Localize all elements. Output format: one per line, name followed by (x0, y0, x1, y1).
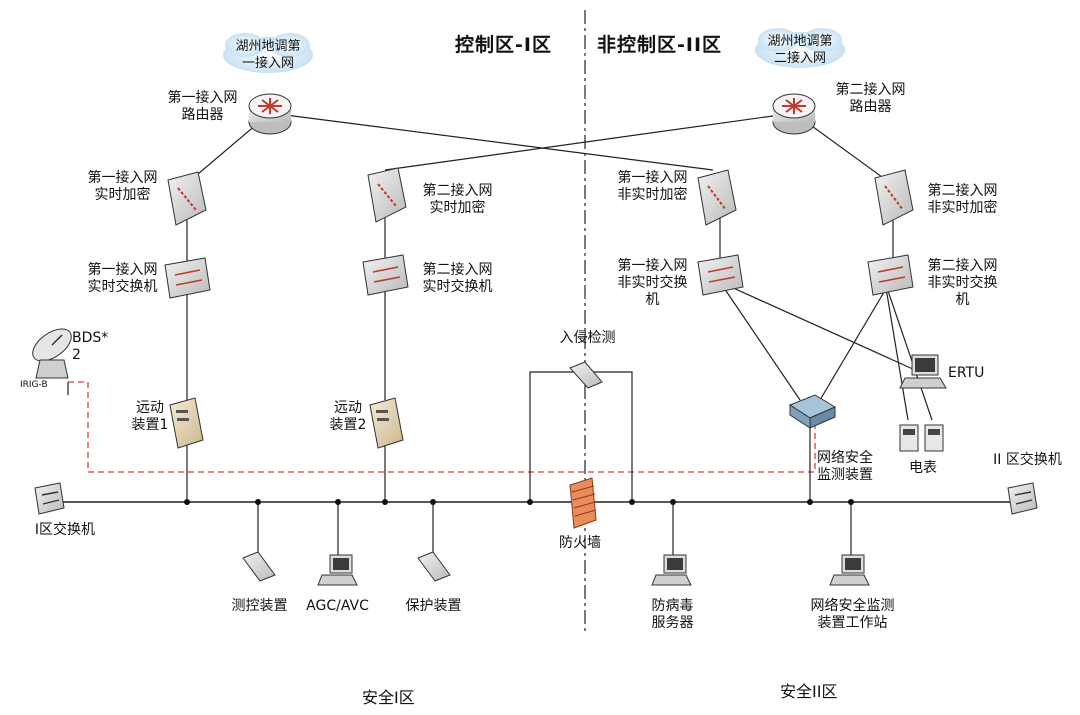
encryption-device-icon (167, 171, 207, 226)
zone2-switch-icon (1007, 482, 1038, 515)
satellite-dish-icon (32, 328, 72, 379)
zone-title-control: 控制区-I区 (455, 34, 552, 56)
meter-label: 电表 (909, 460, 937, 476)
sw-nrt2-label: 第二接入网 非实时交换 机 (927, 258, 998, 308)
sw-zone1-label: I区交换机 (34, 522, 96, 538)
enc-nrt1-label: 第一接入网 非实时加密 (617, 170, 688, 203)
router-icon (248, 93, 292, 135)
area-label-zone2: 安全II区 (780, 682, 838, 701)
cloud-second-label: 湖州地调第 二接入网 (767, 34, 833, 66)
agc-label: AGC/AVC (306, 598, 369, 614)
cloud-first (223, 33, 313, 73)
rtu2-label: 远动 装置2 (329, 400, 367, 433)
switch-icon (867, 254, 914, 296)
netsec-monitor-icon (788, 394, 837, 429)
irig-label: IRIG-B (20, 380, 48, 390)
cloud-first-label: 湖州地调第 一接入网 (235, 39, 301, 71)
router2-label: 第二接入网 路由器 (835, 82, 906, 115)
antivirus-server-icon (651, 554, 692, 586)
rtu-server-icon (369, 397, 404, 449)
sw-rt2-label: 第二接入网 实时交换机 (422, 262, 493, 295)
netsec-label: 网络安全 监测装置 (817, 450, 873, 483)
enc-rt2-label: 第二接入网 实时加密 (422, 183, 493, 216)
router1-label: 第一接入网 路由器 (167, 90, 238, 123)
sw-zone2-label: II 区交换机 (993, 452, 1062, 468)
netsec-ws-label: 网络安全监测 装置工作站 (810, 598, 895, 631)
switch-icon (164, 257, 211, 299)
encryption-device-icon (367, 167, 407, 223)
netsec-workstation-icon (829, 554, 870, 586)
measure-control-device-icon (242, 551, 276, 582)
switch-icon (362, 254, 409, 296)
protect-label: 保护装置 (405, 598, 462, 614)
router-icon (772, 93, 816, 135)
zone1-switch-icon (34, 482, 65, 515)
timing-link (68, 381, 816, 473)
enc-nrt2-label: 第二接入网 非实时加密 (927, 183, 998, 216)
firewall-icon (569, 477, 597, 529)
antivirus-label: 防病毒 服务器 (651, 598, 694, 631)
rtu1-label: 远动 装置1 (131, 400, 169, 433)
area-label-zone1: 安全I区 (362, 688, 415, 707)
sw-nrt1-label: 第一接入网 非实时交换 机 (617, 258, 688, 308)
meter-icon (924, 424, 944, 452)
bds-label: BDS* 2 (72, 330, 109, 363)
junctions (184, 499, 854, 505)
cloud-second (755, 28, 845, 68)
intrusion-detection-icon (569, 361, 603, 389)
switch-icon (697, 254, 744, 296)
agc-computer-icon (317, 554, 358, 586)
enc-rt1-label: 第一接入网 实时加密 (87, 170, 158, 203)
ids-label: 入侵检测 (559, 330, 616, 346)
ertu-computer-icon (899, 354, 947, 389)
protection-device-icon (417, 551, 451, 582)
rtu-server-icon (169, 397, 204, 449)
measure-label: 测控装置 (231, 598, 288, 614)
sw-rt1-label: 第一接入网 实时交换机 (87, 262, 158, 295)
zone-title-noncontrol: 非控制区-II区 (597, 34, 723, 56)
ertu-label: ERTU (948, 365, 985, 381)
encryption-device-icon (697, 169, 737, 226)
firewall-label: 防火墙 (559, 535, 601, 551)
meter-icon (899, 424, 919, 452)
encryption-device-icon (874, 169, 914, 226)
